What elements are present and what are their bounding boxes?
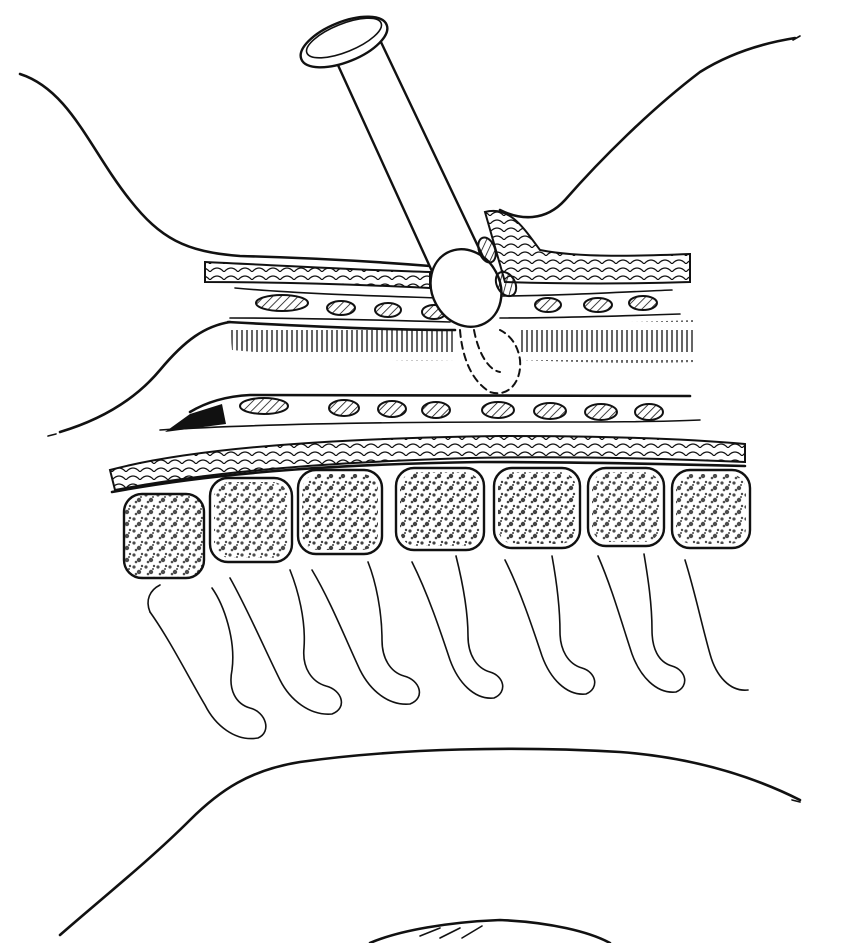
mesentery-fold [685, 560, 748, 690]
penetration-dashed-path [460, 330, 520, 393]
striated-muscle-right [520, 320, 695, 363]
mesentery-fold [148, 585, 160, 612]
mesentery-folds [148, 554, 748, 739]
trocar-instrument [294, 6, 515, 339]
mesentery-fold [150, 588, 266, 739]
mesentery-fold [412, 556, 503, 698]
mesentery-fold [505, 556, 595, 694]
subcutaneous-fat-upper-right [485, 211, 690, 284]
skin-surface-right [500, 38, 795, 217]
subcutaneous-fat-upper [205, 262, 430, 288]
mesentery-fold [598, 554, 685, 692]
bowel-loops [124, 468, 750, 578]
viscera-contour-lower [370, 920, 610, 943]
lower-fascia-bottom [160, 420, 700, 430]
penetration-dashed-path-inner [474, 330, 500, 372]
mesentery-fold [312, 562, 419, 704]
lower-vessels [240, 398, 663, 420]
viscera-contour-upper [60, 749, 800, 935]
contour-dots-left [48, 434, 56, 436]
mesentery-fold [230, 570, 341, 714]
